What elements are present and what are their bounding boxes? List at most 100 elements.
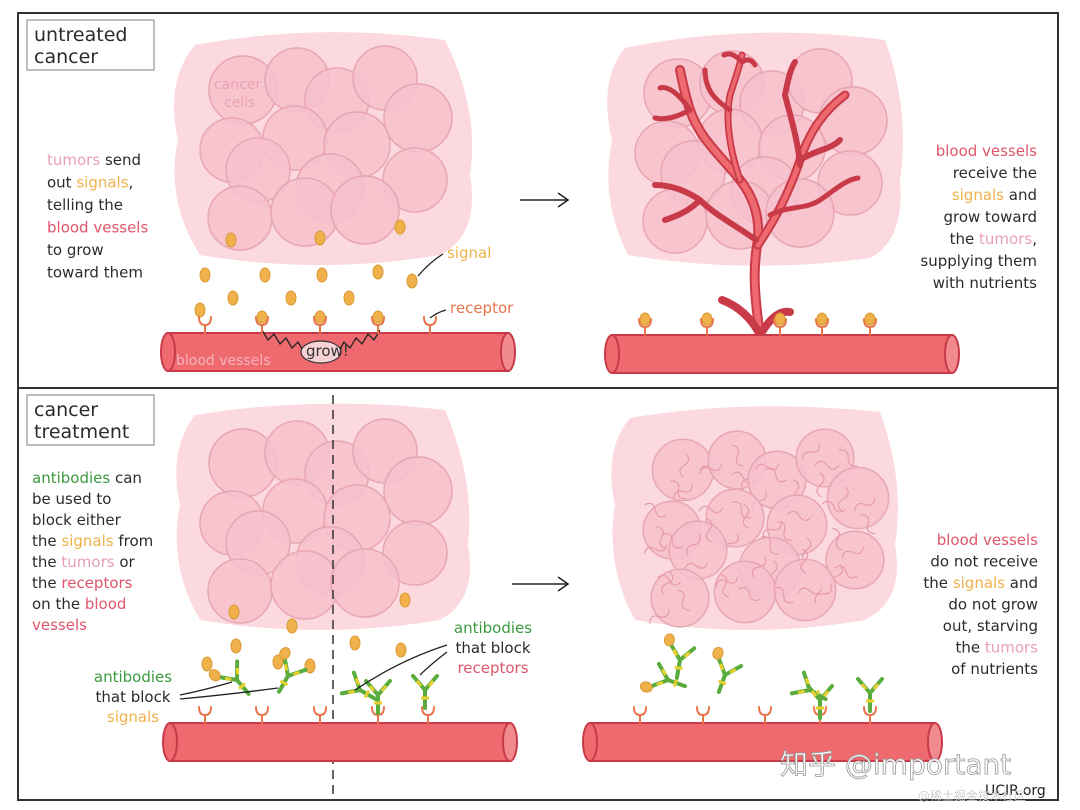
antibody [208, 659, 251, 696]
txt-top-right-line: grow toward [943, 208, 1037, 226]
signal-molecule [399, 592, 411, 608]
cancer-cell [207, 558, 273, 624]
txt-bottom-right-line: the tumors [955, 639, 1038, 657]
txt-top-right-line: signals and [952, 186, 1037, 204]
cell-wrinkle [800, 548, 809, 574]
signal-molecule [285, 290, 297, 306]
cancer-cell [382, 147, 448, 213]
antibody [806, 684, 834, 720]
txt-bottom-right-line: blood vessels [937, 531, 1038, 549]
txt-block-signals-line: antibodies [94, 668, 172, 686]
signal-molecule [349, 635, 361, 651]
cell-wrinkle [821, 500, 846, 513]
top-right-blood-vessel [604, 334, 960, 374]
signal-molecule [259, 267, 271, 283]
credit-text: UCIR.org [985, 783, 1046, 799]
cancer-cell [383, 83, 453, 153]
cell-wrinkle [643, 544, 668, 554]
top-left-cancer-cells [199, 45, 453, 251]
txt-block-signals-line: signals [107, 708, 159, 726]
signal-molecule [194, 302, 206, 318]
cancer-cell [207, 185, 273, 251]
cell-wrinkle [732, 501, 751, 519]
bottom-right-shrunken-cells [642, 428, 890, 628]
cell-wrinkle [801, 537, 812, 563]
signal-molecule [286, 618, 298, 634]
bottom-arrow [512, 576, 570, 592]
txt-bottom-right-line: of nutrients [951, 660, 1038, 678]
top-title-line-2: cancer [34, 46, 98, 68]
txt-top-left-line: blood vessels [47, 219, 148, 237]
cell-wrinkle [661, 532, 683, 549]
cell-wrinkle [860, 514, 876, 535]
signal-molecule [228, 604, 240, 620]
receptor [255, 706, 269, 724]
antibody [712, 646, 744, 694]
receptor [371, 310, 385, 334]
signal-molecule [316, 267, 328, 283]
cancer-cell [825, 530, 885, 590]
cell-wrinkle [705, 517, 713, 543]
cell-wrinkle [686, 533, 701, 556]
txt-bottom-right-line: do not receive [930, 553, 1038, 571]
cell-wrinkle [754, 463, 780, 471]
receptor [255, 310, 269, 334]
signal-molecule [230, 638, 242, 654]
signal-molecule [199, 267, 211, 283]
cancer-cell [713, 560, 777, 624]
receptor [638, 312, 652, 336]
antibodies [208, 633, 884, 720]
cell-wrinkle [720, 574, 730, 598]
txt-bottom-right-line: out, starving [943, 617, 1038, 635]
cell-wrinkle [670, 480, 687, 500]
txt-bottom-left-line: vessels [32, 616, 87, 634]
signal-molecule [372, 264, 384, 280]
cancer-cell [773, 558, 837, 622]
signal-molecule [343, 290, 355, 306]
receptor [700, 312, 714, 336]
txt-block-receptors-line: antibodies [454, 619, 532, 637]
antibody [856, 677, 884, 713]
cell-wrinkle [738, 587, 761, 602]
cell-wrinkle [661, 571, 674, 596]
cancer-cells-label-line-1: cancer [214, 77, 261, 93]
cancer-cells-label-line-2: cells [224, 95, 255, 111]
signal-callout-line [417, 253, 444, 277]
txt-bottom-left-line: the receptors [32, 574, 133, 592]
cell-wrinkle [684, 562, 709, 570]
signal-molecule [314, 230, 326, 246]
top-left-blood-vessel [160, 332, 516, 372]
antibody [663, 633, 697, 680]
block-receptors-callout-lines [354, 644, 448, 691]
watermark-text: 知乎 @important [780, 748, 1011, 781]
cell-wrinkle [751, 555, 767, 578]
txt-top-left-line: telling the [47, 196, 123, 214]
txt-top-right-line: with nutrients [933, 274, 1037, 292]
cell-wrinkle [742, 504, 750, 529]
txt-bottom-left-line: the tumors or [32, 553, 136, 571]
grow-label: grow! [306, 342, 349, 360]
txt-top-left-line: to grow [47, 241, 104, 259]
cell-wrinkle [837, 486, 849, 512]
bottom-left-blood-vessel [162, 722, 518, 762]
cell-wrinkle [841, 546, 864, 559]
receptor [696, 706, 710, 724]
cell-wrinkle [644, 502, 667, 518]
receptor [313, 310, 327, 334]
signal-molecule [225, 232, 237, 248]
signal-molecule [201, 656, 213, 672]
receptor [313, 706, 327, 724]
signal-molecule [406, 273, 418, 289]
cell-wrinkle [676, 589, 690, 612]
bottom-right-blood-vessel [582, 722, 943, 762]
cancer-cell [826, 466, 890, 530]
receptor [421, 706, 435, 724]
cancer-cell [383, 456, 453, 526]
antibody [277, 647, 308, 694]
txt-top-right-line: blood vessels [936, 142, 1037, 160]
signal-molecule [395, 642, 407, 658]
